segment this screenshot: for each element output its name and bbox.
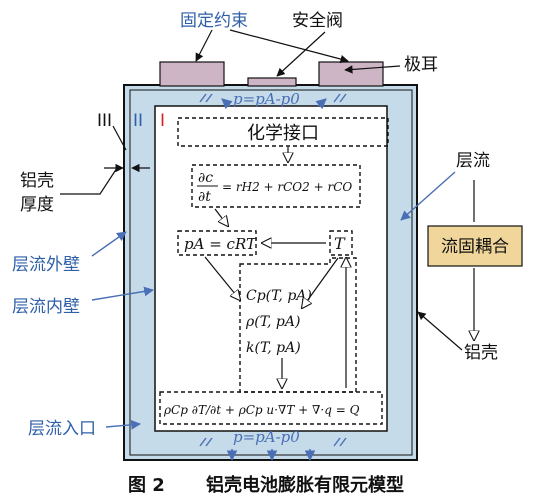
- leader-inlet: [105, 419, 141, 430]
- caption-number: 图 2: [128, 475, 165, 496]
- energy-eq-box: [159, 391, 383, 425]
- chem-interface-label: 化学接口: [247, 123, 319, 144]
- leader-fixed-right: [229, 29, 349, 64]
- pressure-arrows-bottom: [226, 449, 316, 462]
- arrow-state-to-props: [204, 256, 240, 300]
- rate-rhs: = rH2 + rCO2 + rCO: [222, 180, 352, 194]
- arrow-rate-to-state: [214, 208, 228, 226]
- label-fixed-constraint: 固定约束: [180, 11, 248, 31]
- label-shell-thickness-2: 厚度: [20, 195, 54, 215]
- arrow-temp-to-props: [302, 257, 339, 308]
- tab-right: [318, 61, 384, 87]
- state-eq-label: pA = cRT: [184, 235, 257, 253]
- leader-thickness: [60, 167, 118, 195]
- rate-lhs-num: ∂c: [198, 170, 213, 186]
- pressure-bc-bottom: p=pA-p0: [233, 428, 300, 446]
- temp-label: T: [334, 234, 346, 253]
- label-fsi-coupling: 流固耦合: [441, 237, 509, 257]
- pressure-arrows-top: [221, 98, 327, 110]
- leader-inner-wall: [91, 286, 154, 301]
- leader-aluminum-shell: [417, 311, 463, 351]
- chem-interface-box: [177, 117, 389, 147]
- inner-cell-region: [154, 105, 388, 432]
- prop-k: k(T, pA): [246, 340, 301, 356]
- leader-valve: [276, 31, 326, 77]
- label-aluminum-shell: 铝壳: [464, 343, 498, 363]
- leader-tab: [344, 65, 401, 74]
- label-region-1: I: [160, 111, 165, 131]
- tab-left: [159, 61, 225, 87]
- pressure-bc-top: p=pA-p0: [233, 90, 300, 108]
- hatch-top: [199, 93, 347, 103]
- caption-text: 铝壳电池膨胀有限元模型: [206, 474, 404, 496]
- energy-eq-label: ρCp ∂T/∂t + ρCp u·∇T + ∇·q = Q: [163, 403, 360, 417]
- prop-rho: ρ(T, pA): [245, 314, 300, 330]
- leader-outer-wall: [91, 231, 127, 257]
- label-laminar-outer-wall: 层流外壁: [12, 255, 80, 275]
- prop-cp: Cp(T, pA): [246, 288, 312, 304]
- label-safety-valve: 安全阀: [292, 11, 343, 31]
- temp-box: [329, 230, 353, 256]
- leader-laminar-flow: [400, 171, 456, 221]
- fsi-coupling-box: [427, 225, 523, 267]
- safety-valve-shape: [247, 77, 297, 87]
- rate-lhs-den: ∂t: [198, 189, 211, 205]
- state-eq-box: [177, 230, 257, 256]
- label-shell-thickness-1: 铝壳: [20, 171, 54, 191]
- label-tab: 极耳: [404, 55, 438, 75]
- label-laminar-inlet: 层流入口: [28, 419, 96, 439]
- label-region-3: III: [97, 111, 112, 131]
- label-laminar-inner-wall: 层流内壁: [12, 297, 80, 317]
- hatch-bottom: [199, 437, 347, 447]
- label-region-2: II: [133, 111, 143, 131]
- leader-region-3: [112, 125, 127, 151]
- leader-fixed-left: [195, 29, 213, 62]
- rate-eq-box: [191, 164, 361, 208]
- label-laminar-flow: 层流: [456, 151, 490, 171]
